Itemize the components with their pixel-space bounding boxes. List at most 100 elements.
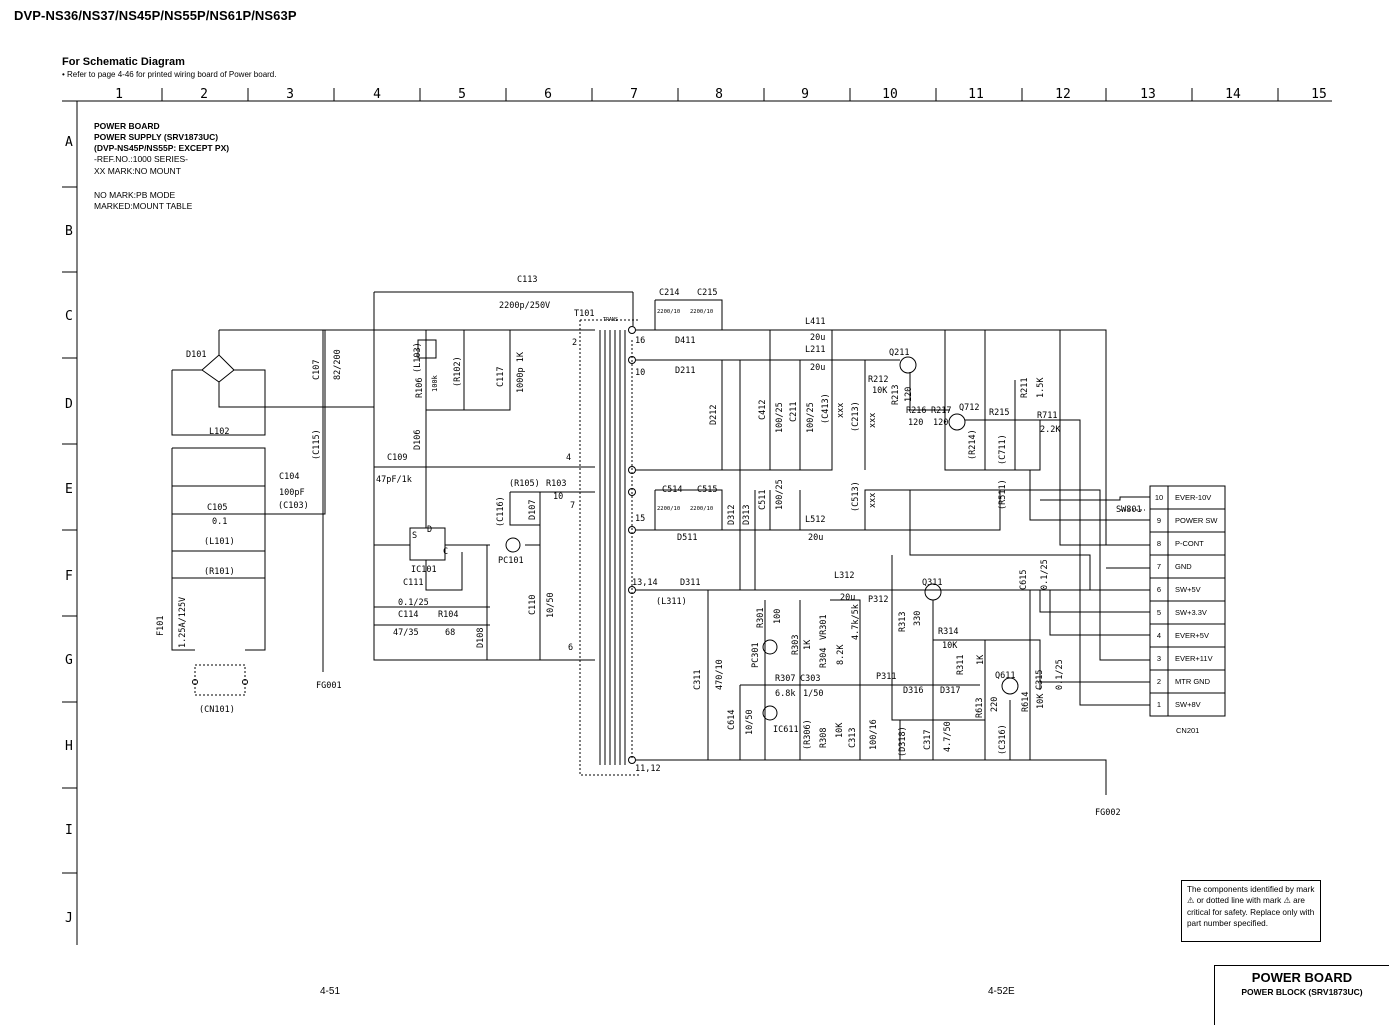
label-c515: C515 — [697, 485, 717, 495]
label-r214: (R214) — [968, 429, 978, 460]
value-c215: 2200/10 — [690, 309, 713, 315]
column-number-3: 3 — [286, 87, 294, 102]
connector-pin-signal: SW+8V — [1175, 700, 1201, 709]
safety-note: The components identified by mark ⚠ or d… — [1181, 880, 1321, 942]
label-c116: (C116) — [496, 496, 506, 527]
label-c511: C511 — [758, 490, 768, 510]
label-d107: D107 — [528, 500, 538, 520]
label-r511: (R511) — [998, 479, 1008, 510]
label-sw801: SW801 — [1116, 505, 1142, 515]
label-vr301: VR301 — [819, 614, 829, 640]
column-number-9: 9 — [801, 87, 809, 102]
label-d106: D106 — [413, 430, 423, 450]
value-r212: 10K — [872, 386, 888, 396]
label-q611: Q611 — [995, 671, 1015, 681]
value-l512: 20u — [808, 533, 823, 543]
label-d211: D211 — [675, 366, 695, 376]
label-d212: D212 — [709, 405, 719, 425]
row-letter-D: D — [65, 397, 73, 412]
connector-pin-number: 9 — [1157, 516, 1161, 525]
label-c105: C105 — [207, 503, 227, 513]
header-line6: NO MARK:PB MODE — [94, 190, 176, 200]
label-r314: R314 — [938, 627, 958, 637]
label-d318: (D318) — [898, 726, 908, 757]
value-c315: 0.1/25 — [1055, 659, 1065, 690]
label-r304: R304 — [819, 648, 829, 668]
connector-pin-signal: POWER SW — [1175, 516, 1218, 525]
label-c115: (C115) — [312, 429, 322, 460]
value-c514: 2200/10 — [657, 506, 680, 512]
column-number-5: 5 — [458, 87, 466, 102]
label-l101: (L101) — [204, 537, 235, 547]
label-q311: Q311 — [922, 578, 942, 588]
label-r306: (R306) — [803, 719, 813, 750]
connector-pin-number: 8 — [1157, 539, 1161, 548]
label-l411: L411 — [805, 317, 825, 327]
label-d101: D101 — [186, 350, 206, 360]
label-r311: R311 — [956, 655, 966, 675]
label-c614: C614 — [727, 710, 737, 730]
secondary-wiring — [636, 299, 1150, 795]
label-ic611: IC611 — [773, 725, 799, 735]
label-c514: C514 — [662, 485, 682, 495]
transformer-t101 — [579, 292, 640, 776]
value-c114: 47/35 — [393, 628, 419, 638]
row-letter-C: C — [65, 309, 73, 324]
label-c113: C113 — [517, 275, 537, 285]
page-number-right: 4-52E — [988, 986, 1015, 997]
row-letter-J: J — [65, 911, 73, 926]
label-c211: C211 — [789, 402, 799, 422]
row-letter-E: E — [65, 482, 73, 497]
label-q712: Q712 — [959, 403, 979, 413]
row-letter-B: B — [65, 224, 73, 239]
value-r104: 68 — [445, 628, 455, 638]
connector-pin-number: 4 — [1157, 631, 1161, 640]
label-d-pin: D — [427, 525, 432, 535]
transformer-pin: 16 — [635, 336, 645, 346]
value-c214: 2200/10 — [657, 309, 680, 315]
value-r614: 10K — [1036, 693, 1046, 709]
value-r313: 330 — [913, 611, 923, 626]
value-c317: 4.7/50 — [943, 721, 953, 752]
value-c614: 10/50 — [745, 709, 755, 735]
label-l312: L312 — [834, 571, 854, 581]
transformer-pin: 7 — [570, 501, 575, 511]
value-c110: 10/50 — [546, 592, 556, 618]
column-number-1: 1 — [115, 87, 123, 102]
value-c107: 82/200 — [333, 349, 343, 380]
connector-pin-signal: EVER-10V — [1175, 493, 1211, 502]
column-number-11: 11 — [968, 87, 984, 102]
connector-pin-signal: MTR GND — [1175, 677, 1211, 686]
value-c105: 0.1 — [212, 517, 227, 527]
label-d511: D511 — [677, 533, 697, 543]
label-r313: R313 — [898, 612, 908, 632]
connector-pin-number: 6 — [1157, 585, 1161, 594]
title-block: POWER BOARD POWER BLOCK (SRV1873UC) — [1214, 965, 1389, 1025]
label-r102: (R102) — [453, 356, 463, 387]
row-letter-F: F — [65, 569, 73, 584]
value-r308: 10K — [835, 722, 845, 738]
label-c315: C315 — [1035, 670, 1045, 690]
label-l103: (L103) — [413, 342, 423, 373]
label-r303: R303 — [791, 635, 801, 655]
transformer-pin: 13,14 — [632, 578, 658, 588]
label-r101: (R101) — [204, 567, 235, 577]
transformer-pin: 6 — [568, 643, 573, 653]
label-c104: C104 — [279, 472, 299, 482]
value-r311: 1K — [976, 654, 986, 665]
label-c711: (C711) — [998, 434, 1008, 465]
label-r711: R711 — [1037, 411, 1057, 421]
label-c413: (C413) — [821, 393, 831, 424]
connector-pin-number: 10 — [1155, 493, 1163, 502]
connector-pin-number: 2 — [1157, 677, 1161, 686]
value-c303: 1/50 — [803, 689, 823, 699]
row-letter-H: H — [65, 739, 73, 754]
title-block-line1: POWER BOARD — [1251, 970, 1353, 985]
label-c213: (C213) — [851, 401, 861, 432]
value-r613: 220 — [990, 697, 1000, 712]
label-r103: R103 — [546, 479, 566, 489]
label-l311: (L311) — [656, 597, 687, 607]
label-s: S — [412, 531, 417, 541]
label-c316: (C316) — [998, 724, 1008, 755]
